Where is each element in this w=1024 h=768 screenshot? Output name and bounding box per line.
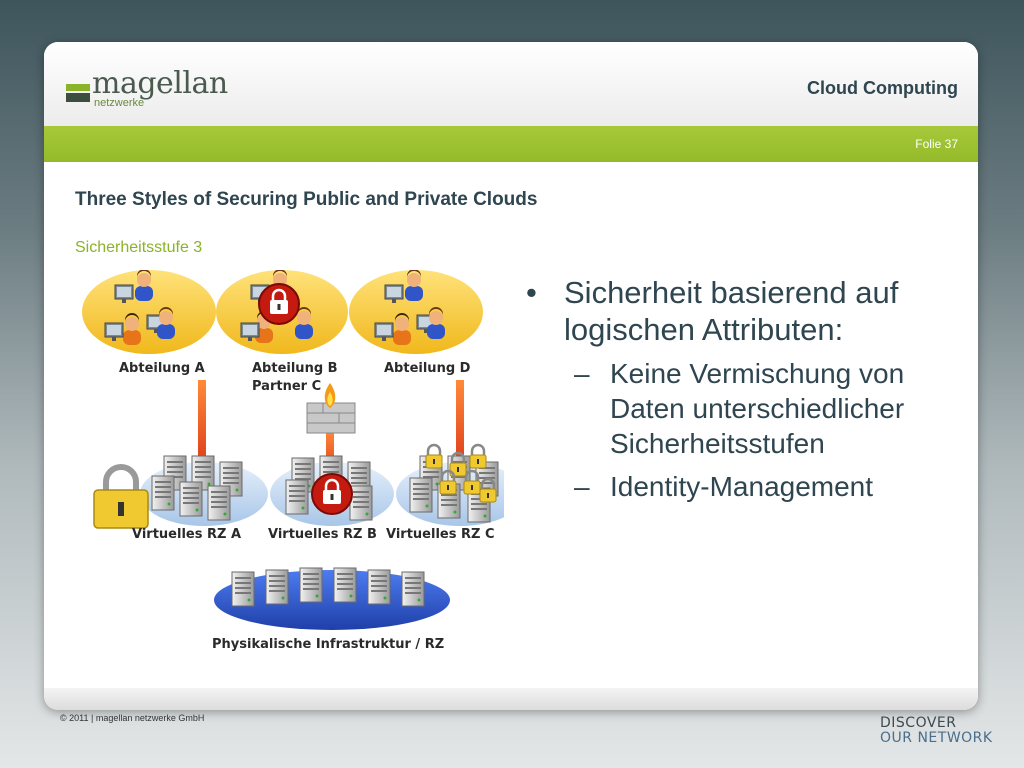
company-logo: magellan netzwerke — [66, 66, 246, 110]
virtual-dc-a — [140, 455, 268, 526]
firewall-icon — [306, 383, 356, 434]
label-physical-infrastructure: Physikalische Infrastruktur / RZ — [212, 637, 444, 652]
logo-wordmark: magellan — [92, 66, 228, 101]
label-department-b: Abteilung B — [252, 361, 338, 376]
slide-title: Three Styles of Securing Public and Priv… — [75, 189, 538, 210]
virtual-dc-c — [396, 443, 504, 526]
copyright-text: © 2011 | magellan netzwerke GmbH — [60, 713, 205, 723]
label-department-a: Abteilung A — [119, 361, 205, 376]
header-topic: Cloud Computing — [807, 78, 958, 98]
slide-number: Folie 37 — [915, 137, 958, 151]
label-partner-c: Partner C — [252, 379, 321, 394]
brand-line-2: OUR NETWORK — [880, 730, 993, 746]
physical-infrastructure — [214, 567, 450, 630]
bullet-marker: • — [526, 275, 537, 310]
bullet-sub-2: – Identity-Management — [574, 469, 966, 504]
sub-bullet-marker: – — [574, 471, 590, 502]
bullet-main-text: Sicherheit basierend auf logischen Attri… — [564, 275, 899, 347]
logo-mark-icon — [66, 84, 90, 102]
standalone-lock-icon — [93, 464, 149, 529]
label-virtual-dc-a: Virtuelles RZ A — [132, 527, 241, 542]
slide-header: magellan netzwerke Cloud Computing — [44, 42, 978, 126]
slide-frame: magellan netzwerke Cloud Computing Folie… — [44, 42, 978, 710]
security-diagram: Abteilung A Abteilung B Partner C Abteil… — [82, 270, 504, 652]
label-department-d: Abteilung D — [384, 361, 471, 376]
department-group-d — [349, 270, 483, 354]
bullet-sub-1: – Keine Vermischung von Daten unterschie… — [574, 356, 966, 461]
department-group-a — [82, 270, 216, 354]
bullet-sub-1-text: Keine Vermischung von Daten unterschiedl… — [610, 358, 905, 459]
slide-footer-bar — [44, 688, 978, 710]
logo-subtitle: netzwerke — [94, 97, 145, 109]
department-b-lock-icon — [257, 282, 301, 326]
slide-subtitle: Sicherheitsstufe 3 — [75, 239, 203, 256]
bullet-sub-2-text: Identity-Management — [610, 471, 874, 502]
brand-line-1: DISCOVER — [880, 715, 957, 731]
sub-bullet-marker: – — [574, 358, 590, 389]
bullet-main: • Sicherheit basierend auf logischen Att… — [526, 274, 966, 348]
department-group-b — [216, 270, 348, 354]
label-virtual-dc-c: Virtuelles RZ C — [386, 527, 494, 542]
green-band: Folie 37 — [44, 126, 978, 162]
dc-b-lock-icon — [310, 472, 354, 516]
label-virtual-dc-b: Virtuelles RZ B — [268, 527, 377, 542]
bullet-list: • Sicherheit basierend auf logischen Att… — [526, 274, 966, 504]
brand-tagline: DISCOVER OUR NETWORK — [880, 716, 993, 746]
virtual-dc-b — [270, 455, 394, 526]
